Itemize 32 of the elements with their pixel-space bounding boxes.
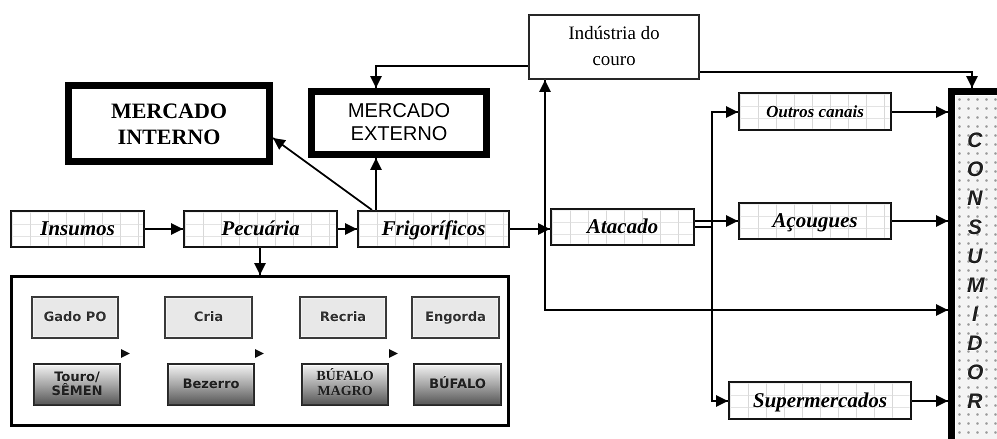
process-box: Pecuária — [183, 210, 338, 248]
stage-box: Cria — [164, 296, 253, 339]
arrow — [254, 248, 266, 275]
arrow — [892, 106, 948, 118]
stage-box: Recria — [299, 296, 387, 339]
stage-box: Engorda — [411, 296, 500, 339]
arrow — [695, 215, 738, 227]
arrow — [145, 223, 183, 235]
production-stages-box — [10, 275, 510, 427]
product-box: BÚFALO — [413, 363, 502, 406]
process-box: Insumos — [10, 210, 145, 248]
process-box: Frigoríficos — [357, 210, 510, 248]
arrow — [892, 215, 948, 227]
process-box: Atacado — [550, 208, 695, 246]
process-box: Indústria do couro — [528, 14, 700, 80]
market-box: MERCADO EXTERNO — [308, 88, 490, 158]
arrow — [338, 223, 357, 235]
arrow — [370, 158, 382, 210]
arrow — [370, 65, 528, 88]
stage-box: Gado PO — [31, 296, 119, 339]
arrow — [700, 71, 978, 88]
arrow — [695, 226, 728, 407]
arrow — [272, 137, 373, 211]
channel-box: Outros canais — [738, 92, 892, 131]
consumer-bar: CONSUMIDOR — [948, 88, 997, 439]
product-box: Bezerro — [167, 363, 255, 406]
channel-box: Açougues — [738, 202, 892, 240]
arrow — [912, 395, 948, 407]
market-box: MERCADO INTERNO — [65, 82, 273, 165]
channel-box: Supermercados — [728, 381, 912, 420]
product-box: Touro/ SÊMEN — [33, 363, 121, 406]
product-box: BÚFALO MAGRO — [301, 363, 389, 406]
